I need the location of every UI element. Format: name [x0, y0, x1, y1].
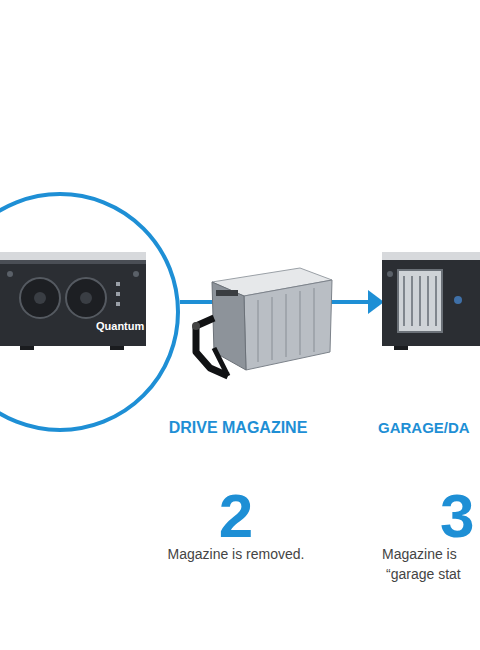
highlight-circle [0, 194, 178, 430]
step-number: 3 [440, 480, 474, 551]
drive-magazine [192, 268, 332, 376]
part-name: DRIVE MAGAZINE [169, 419, 308, 437]
tape-library-unit [0, 252, 146, 350]
flow-arrowhead [368, 290, 384, 314]
step-note: “garage stat [386, 566, 461, 582]
brand-logo: Quantum [96, 320, 144, 333]
step-note: Magazine is removed. [168, 546, 305, 562]
part-name: GARAGE/DA [378, 419, 470, 436]
garage-dock-unit [382, 252, 480, 350]
step-number: 2 [219, 480, 253, 551]
step-note: Magazine is [382, 546, 457, 562]
